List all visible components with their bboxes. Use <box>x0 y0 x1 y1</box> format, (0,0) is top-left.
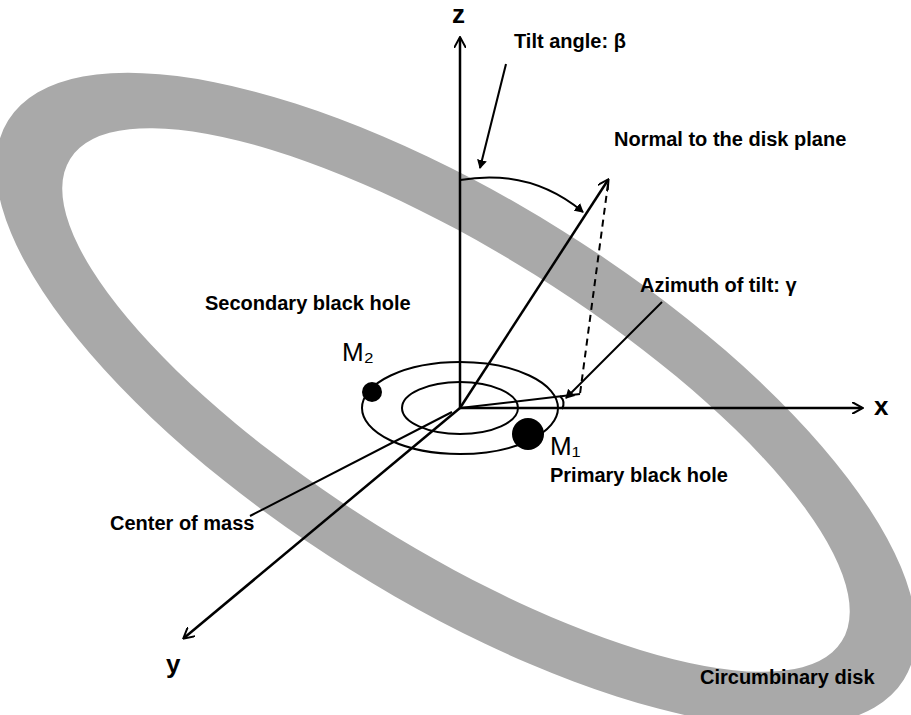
tilt-leader <box>480 64 506 168</box>
x-axis <box>460 407 862 410</box>
azimuth-arc <box>560 396 564 409</box>
axis-label: z <box>452 0 465 30</box>
disk-label: Circumbinary disk <box>700 666 875 689</box>
vector-label: Normal to the disk plane <box>614 128 846 151</box>
mass-label: M₂ <box>342 338 374 368</box>
azimuth-line <box>460 394 580 408</box>
projection-line <box>580 184 608 394</box>
body-label: Primary black hole <box>550 464 728 487</box>
point-label: Center of mass <box>110 512 255 535</box>
angle-label: Azimuth of tilt: γ <box>640 274 797 297</box>
angle-label: Tilt angle: β <box>514 30 626 53</box>
axis-label: y <box>166 650 180 680</box>
normal-vector <box>460 180 608 408</box>
mass-label: M₁ <box>550 432 580 462</box>
tilt-arc <box>460 177 583 212</box>
z-axis <box>459 38 462 408</box>
body-label: Secondary black hole <box>205 292 411 315</box>
secondary-black-hole <box>362 382 382 402</box>
center-leader <box>250 412 452 516</box>
primary-black-hole <box>512 418 544 450</box>
axis-label: x <box>874 392 888 422</box>
azimuth-leader <box>566 302 662 398</box>
